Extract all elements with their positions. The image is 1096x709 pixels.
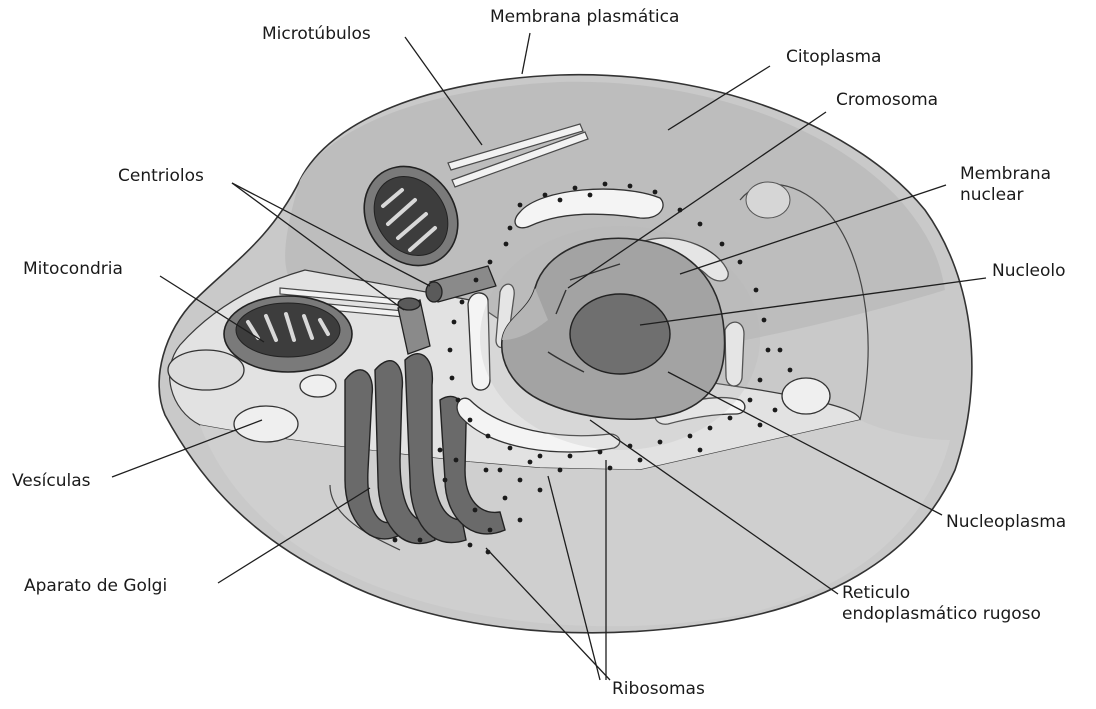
label-citoplasma: Citoplasma bbox=[786, 47, 881, 68]
nucleolus-shape bbox=[570, 294, 670, 374]
ribosome-dot bbox=[454, 458, 459, 463]
ribosome-dot bbox=[486, 434, 491, 439]
ribosome-dot bbox=[728, 416, 733, 421]
label-membrana-nuclear-line1: Membrana bbox=[960, 164, 1051, 185]
ribosome-dot bbox=[588, 193, 593, 198]
ribosome-dot bbox=[558, 198, 563, 203]
ribosome-dot bbox=[748, 398, 753, 403]
label-membrana-plasmatica: Membrana plasmática bbox=[490, 7, 679, 28]
label-membrana-nuclear: Membrana nuclear bbox=[960, 164, 1051, 206]
ribosome-dot bbox=[762, 318, 767, 323]
ribosome-dot bbox=[698, 222, 703, 227]
ribosome-dot bbox=[473, 508, 478, 513]
label-reticulo: Reticulo endoplasmático rugoso bbox=[842, 583, 1041, 625]
ribosome-dot bbox=[468, 543, 473, 548]
ribosome-dot bbox=[720, 242, 725, 247]
ribosome-dot bbox=[393, 538, 398, 543]
ribosome-dot bbox=[603, 182, 608, 187]
ribosome-dot bbox=[450, 376, 455, 381]
ribosome-dot bbox=[766, 348, 771, 353]
ribosome-dot bbox=[518, 478, 523, 483]
ribosome-dot bbox=[598, 450, 603, 455]
ribosome-dot bbox=[503, 496, 508, 501]
ribosome-dot bbox=[538, 454, 543, 459]
label-cromosoma: Cromosoma bbox=[836, 90, 938, 111]
ribosome-dot bbox=[488, 528, 493, 533]
ribosome-dot bbox=[754, 288, 759, 293]
label-microtubulos: Microtúbulos bbox=[262, 24, 371, 45]
ribosome-dot bbox=[452, 320, 457, 325]
ribosome-dot bbox=[460, 300, 465, 305]
ribosome-dot bbox=[653, 190, 658, 195]
label-membrana-nuclear-line2: nuclear bbox=[960, 185, 1051, 206]
ribosome-dot bbox=[773, 408, 778, 413]
ribosome-dot bbox=[474, 278, 479, 283]
ribosome-dot bbox=[418, 538, 423, 543]
ribosome-dot bbox=[508, 446, 513, 451]
ribosome-dot bbox=[443, 478, 448, 483]
ribosome-dot bbox=[658, 440, 663, 445]
label-reticulo-line2: endoplasmático rugoso bbox=[842, 604, 1041, 625]
label-ribosomas: Ribosomas bbox=[612, 679, 705, 700]
label-reticulo-line1: Reticulo bbox=[842, 583, 1041, 604]
mitochondrion-left bbox=[224, 296, 352, 372]
label-vesiculas: Vesículas bbox=[12, 471, 90, 492]
ribosome-dot bbox=[498, 468, 503, 473]
label-nucleoplasma: Nucleoplasma bbox=[946, 512, 1066, 533]
ribosome-dot bbox=[758, 423, 763, 428]
ribosome-dot bbox=[543, 193, 548, 198]
ribosome-dot bbox=[488, 260, 493, 265]
ribosome-dot bbox=[528, 460, 533, 465]
ribosome-dot bbox=[484, 468, 489, 473]
ribosome-dot bbox=[788, 368, 793, 373]
ribosome-dot bbox=[628, 184, 633, 189]
label-aparato-golgi: Aparato de Golgi bbox=[24, 576, 167, 597]
ribosome-dot bbox=[698, 448, 703, 453]
ribosome-dot bbox=[468, 418, 473, 423]
label-nucleolo: Nucleolo bbox=[992, 261, 1066, 282]
ribosome-dot bbox=[688, 434, 693, 439]
ribosome-dot bbox=[568, 454, 573, 459]
ribosome-dot bbox=[456, 398, 461, 403]
ribosome-dot bbox=[538, 488, 543, 493]
ribosome-dot bbox=[438, 448, 443, 453]
label-centriolos: Centriolos bbox=[118, 166, 204, 187]
ribosome-dot bbox=[508, 226, 513, 231]
ribosome-dot bbox=[738, 260, 743, 265]
ribosome-dot bbox=[638, 458, 643, 463]
ribosome-dot bbox=[448, 348, 453, 353]
label-mitocondria: Mitocondria bbox=[23, 259, 123, 280]
ribosome-dot bbox=[758, 378, 763, 383]
ribosome-dot bbox=[504, 242, 509, 247]
ribosome-dot bbox=[778, 348, 783, 353]
ribosome-dot bbox=[608, 466, 613, 471]
ribosome-dot bbox=[708, 426, 713, 431]
ribosome-dot bbox=[518, 203, 523, 208]
ribosome-dot bbox=[518, 518, 523, 523]
ribosome-dot bbox=[573, 186, 578, 191]
ribosome-dot bbox=[558, 468, 563, 473]
